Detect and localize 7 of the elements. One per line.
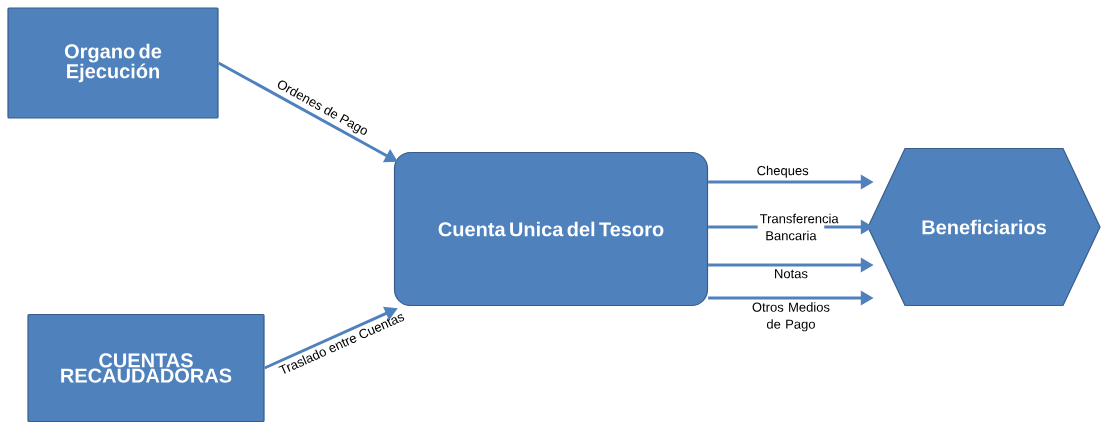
edge-label: Cheques (757, 165, 809, 178)
process-box: Organo de Ejecución (7, 7, 219, 119)
process-box: CUENTAS RECAUDADORAS (27, 313, 265, 423)
edge-label: Notas (775, 269, 808, 279)
edge-label: Otros Medios de Pago (752, 302, 830, 332)
edge-label: Transferencia Bancaria (757, 211, 839, 243)
rounded-box: Cuenta Unica del Tesoro (393, 151, 709, 307)
